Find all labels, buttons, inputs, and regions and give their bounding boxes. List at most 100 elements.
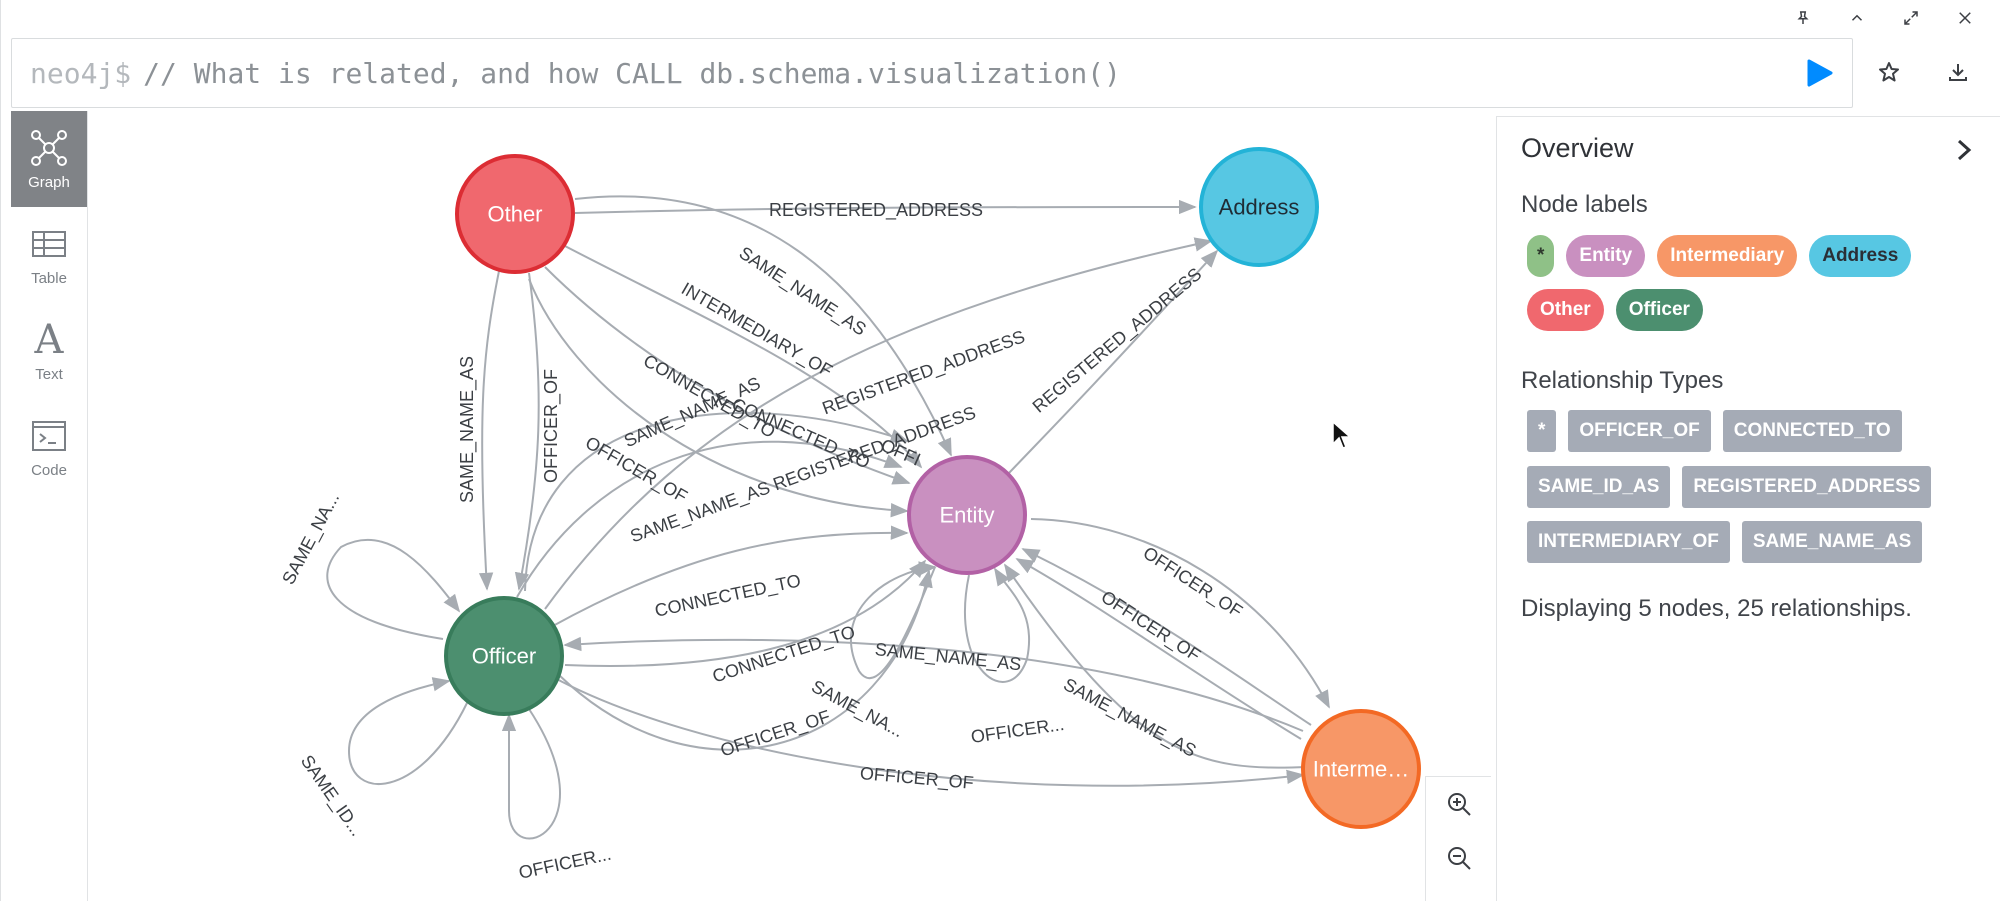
text-icon: A bbox=[34, 316, 64, 363]
edge[interactable] bbox=[478, 270, 500, 591]
edge[interactable] bbox=[1021, 548, 1312, 726]
sidebar-item-graph[interactable]: Graph bbox=[11, 111, 87, 207]
node-labels-row-1: * Entity Intermediary Address bbox=[1527, 235, 1912, 277]
sidebar-item-table[interactable]: Table bbox=[11, 207, 87, 303]
rel-label[interactable]: SAME_NAME_AS bbox=[874, 639, 1022, 675]
edge[interactable] bbox=[964, 567, 1030, 683]
node-labels-row-2: Other Officer bbox=[1527, 289, 1703, 331]
node-label-chip[interactable]: Officer bbox=[1615, 289, 1703, 331]
node-label: Address bbox=[1219, 195, 1300, 220]
edge[interactable] bbox=[544, 237, 1213, 610]
edge[interactable] bbox=[548, 569, 933, 751]
rel-label[interactable]: OFFICER_OF bbox=[859, 763, 974, 794]
favorite-star-icon[interactable] bbox=[1869, 52, 1909, 92]
node-label: Officer bbox=[472, 644, 536, 669]
rel-label[interactable]: REGISTERED_ADDRESS bbox=[769, 200, 983, 221]
code-icon bbox=[32, 420, 66, 451]
edge[interactable] bbox=[514, 272, 540, 591]
editor-query[interactable]: // What is related, and how CALL db.sche… bbox=[143, 56, 1121, 90]
rel-label[interactable]: CONNECTED_TO bbox=[710, 622, 858, 688]
rel-label[interactable]: OFFICER_OF bbox=[1139, 543, 1246, 623]
rel-label[interactable]: OFFICER_OF bbox=[541, 369, 562, 483]
rel-label[interactable]: REGISTERED_ADDRESS bbox=[820, 326, 1028, 419]
edge[interactable] bbox=[524, 411, 909, 592]
edge[interactable] bbox=[326, 539, 461, 640]
rel-types-row-1: * OFFICER_OF CONNECTED_TO bbox=[1527, 410, 1902, 452]
node-label-chip[interactable]: Other bbox=[1527, 289, 1604, 331]
edge[interactable] bbox=[528, 278, 909, 518]
rel-label[interactable]: CONNECTED_TO bbox=[653, 570, 803, 621]
edge[interactable] bbox=[516, 440, 903, 598]
rel-label[interactable]: OFFICER_OF bbox=[718, 706, 833, 761]
sidebar-item-label: Graph bbox=[28, 173, 70, 191]
mouse-cursor-icon bbox=[1331, 420, 1353, 450]
node-label: Entity bbox=[939, 503, 994, 528]
node-label-chip[interactable]: Intermediary bbox=[1657, 235, 1798, 277]
rel-label[interactable]: SAME_NAME_AS bbox=[1060, 674, 1200, 762]
relationship-edges bbox=[326, 195, 1330, 840]
graph-icon bbox=[31, 129, 67, 166]
result-view-sidebar: Graph Table A Text Code bbox=[11, 111, 88, 901]
cypher-editor[interactable]: neo4j$ // What is related, and how CALL … bbox=[11, 38, 1853, 108]
node-officer[interactable]: Officer bbox=[444, 596, 564, 716]
chevron-right-icon[interactable] bbox=[1951, 135, 1977, 165]
rel-label[interactable]: OFFICER... bbox=[517, 844, 613, 883]
rel-label[interactable]: SAME_ID... bbox=[296, 751, 367, 840]
rel-type-chip[interactable]: SAME_ID_AS bbox=[1527, 466, 1671, 508]
rel-label[interactable]: OFFICER_OF bbox=[1097, 587, 1204, 667]
graph-summary: Displaying 5 nodes, 25 relationships. bbox=[1521, 595, 1912, 622]
edge[interactable] bbox=[501, 708, 561, 840]
edge[interactable] bbox=[1030, 518, 1330, 709]
node-label-chip[interactable]: * bbox=[1527, 235, 1555, 277]
sidebar-item-label: Code bbox=[31, 461, 67, 479]
node-other[interactable]: Other bbox=[455, 154, 575, 274]
sidebar-item-text[interactable]: A Text bbox=[11, 303, 87, 399]
rel-types-row-3: INTERMEDIARY_OF SAME_NAME_AS bbox=[1527, 521, 1923, 563]
run-button[interactable] bbox=[1805, 57, 1835, 89]
rel-type-chip[interactable]: INTERMEDIARY_OF bbox=[1527, 521, 1730, 563]
edge[interactable] bbox=[1008, 249, 1219, 474]
node-label-chip[interactable]: Entity bbox=[1566, 235, 1646, 277]
edge[interactable] bbox=[1003, 563, 1308, 769]
table-icon bbox=[32, 230, 66, 257]
rel-label[interactable]: OFFICER... bbox=[970, 714, 1066, 747]
zoom-in-icon[interactable] bbox=[1426, 777, 1492, 831]
edge[interactable] bbox=[850, 561, 937, 680]
rel-label[interactable]: REGISTERED_ADDRESS bbox=[1029, 264, 1206, 418]
edge[interactable] bbox=[562, 244, 923, 469]
rel-type-chip[interactable]: REGISTERED_ADDRESS bbox=[1682, 466, 1932, 508]
zoom-out-icon[interactable] bbox=[1426, 831, 1492, 885]
fullscreen-icon[interactable] bbox=[1884, 4, 1938, 32]
node-intermediary[interactable]: Interme… bbox=[1301, 709, 1421, 829]
edge[interactable] bbox=[347, 677, 468, 785]
node-address[interactable]: Address bbox=[1199, 147, 1319, 267]
download-icon[interactable] bbox=[1938, 52, 1978, 92]
node-label-chip[interactable]: Address bbox=[1809, 235, 1912, 277]
sidebar-item-code[interactable]: Code bbox=[11, 399, 87, 495]
node-label: Other bbox=[487, 202, 542, 227]
frame-controls bbox=[1776, 4, 1992, 32]
edge[interactable] bbox=[563, 636, 1304, 732]
graph-canvas[interactable]: REGISTERED_ADDRESS SAME_NAME_AS INTERMED… bbox=[89, 111, 1496, 901]
edge[interactable] bbox=[552, 676, 1305, 787]
rel-label[interactable]: SAME_NA... bbox=[278, 489, 344, 588]
rel-type-chip[interactable]: SAME_NAME_AS bbox=[1741, 521, 1923, 563]
rel-types-row-2: SAME_ID_AS REGISTERED_ADDRESS bbox=[1527, 466, 1932, 508]
overview-title: Overview bbox=[1521, 133, 1634, 163]
pin-icon[interactable] bbox=[1776, 4, 1830, 32]
rel-label[interactable]: SAME_NAME_AS bbox=[457, 356, 478, 503]
rel-type-chip[interactable]: CONNECTED_TO bbox=[1722, 410, 1902, 452]
edge[interactable] bbox=[574, 199, 1197, 215]
graph-svg: REGISTERED_ADDRESS SAME_NAME_AS INTERMED… bbox=[278, 147, 1421, 883]
edge[interactable] bbox=[550, 525, 909, 628]
close-icon[interactable] bbox=[1938, 4, 1992, 32]
edge[interactable] bbox=[1015, 558, 1302, 740]
edge[interactable] bbox=[564, 559, 927, 667]
node-entity[interactable]: Entity bbox=[907, 455, 1027, 575]
edge[interactable] bbox=[544, 266, 911, 485]
edge[interactable] bbox=[574, 195, 952, 457]
rel-type-chip[interactable]: OFFICER_OF bbox=[1568, 410, 1711, 452]
collapse-icon[interactable] bbox=[1830, 4, 1884, 32]
rel-type-chip[interactable]: * bbox=[1527, 410, 1557, 452]
